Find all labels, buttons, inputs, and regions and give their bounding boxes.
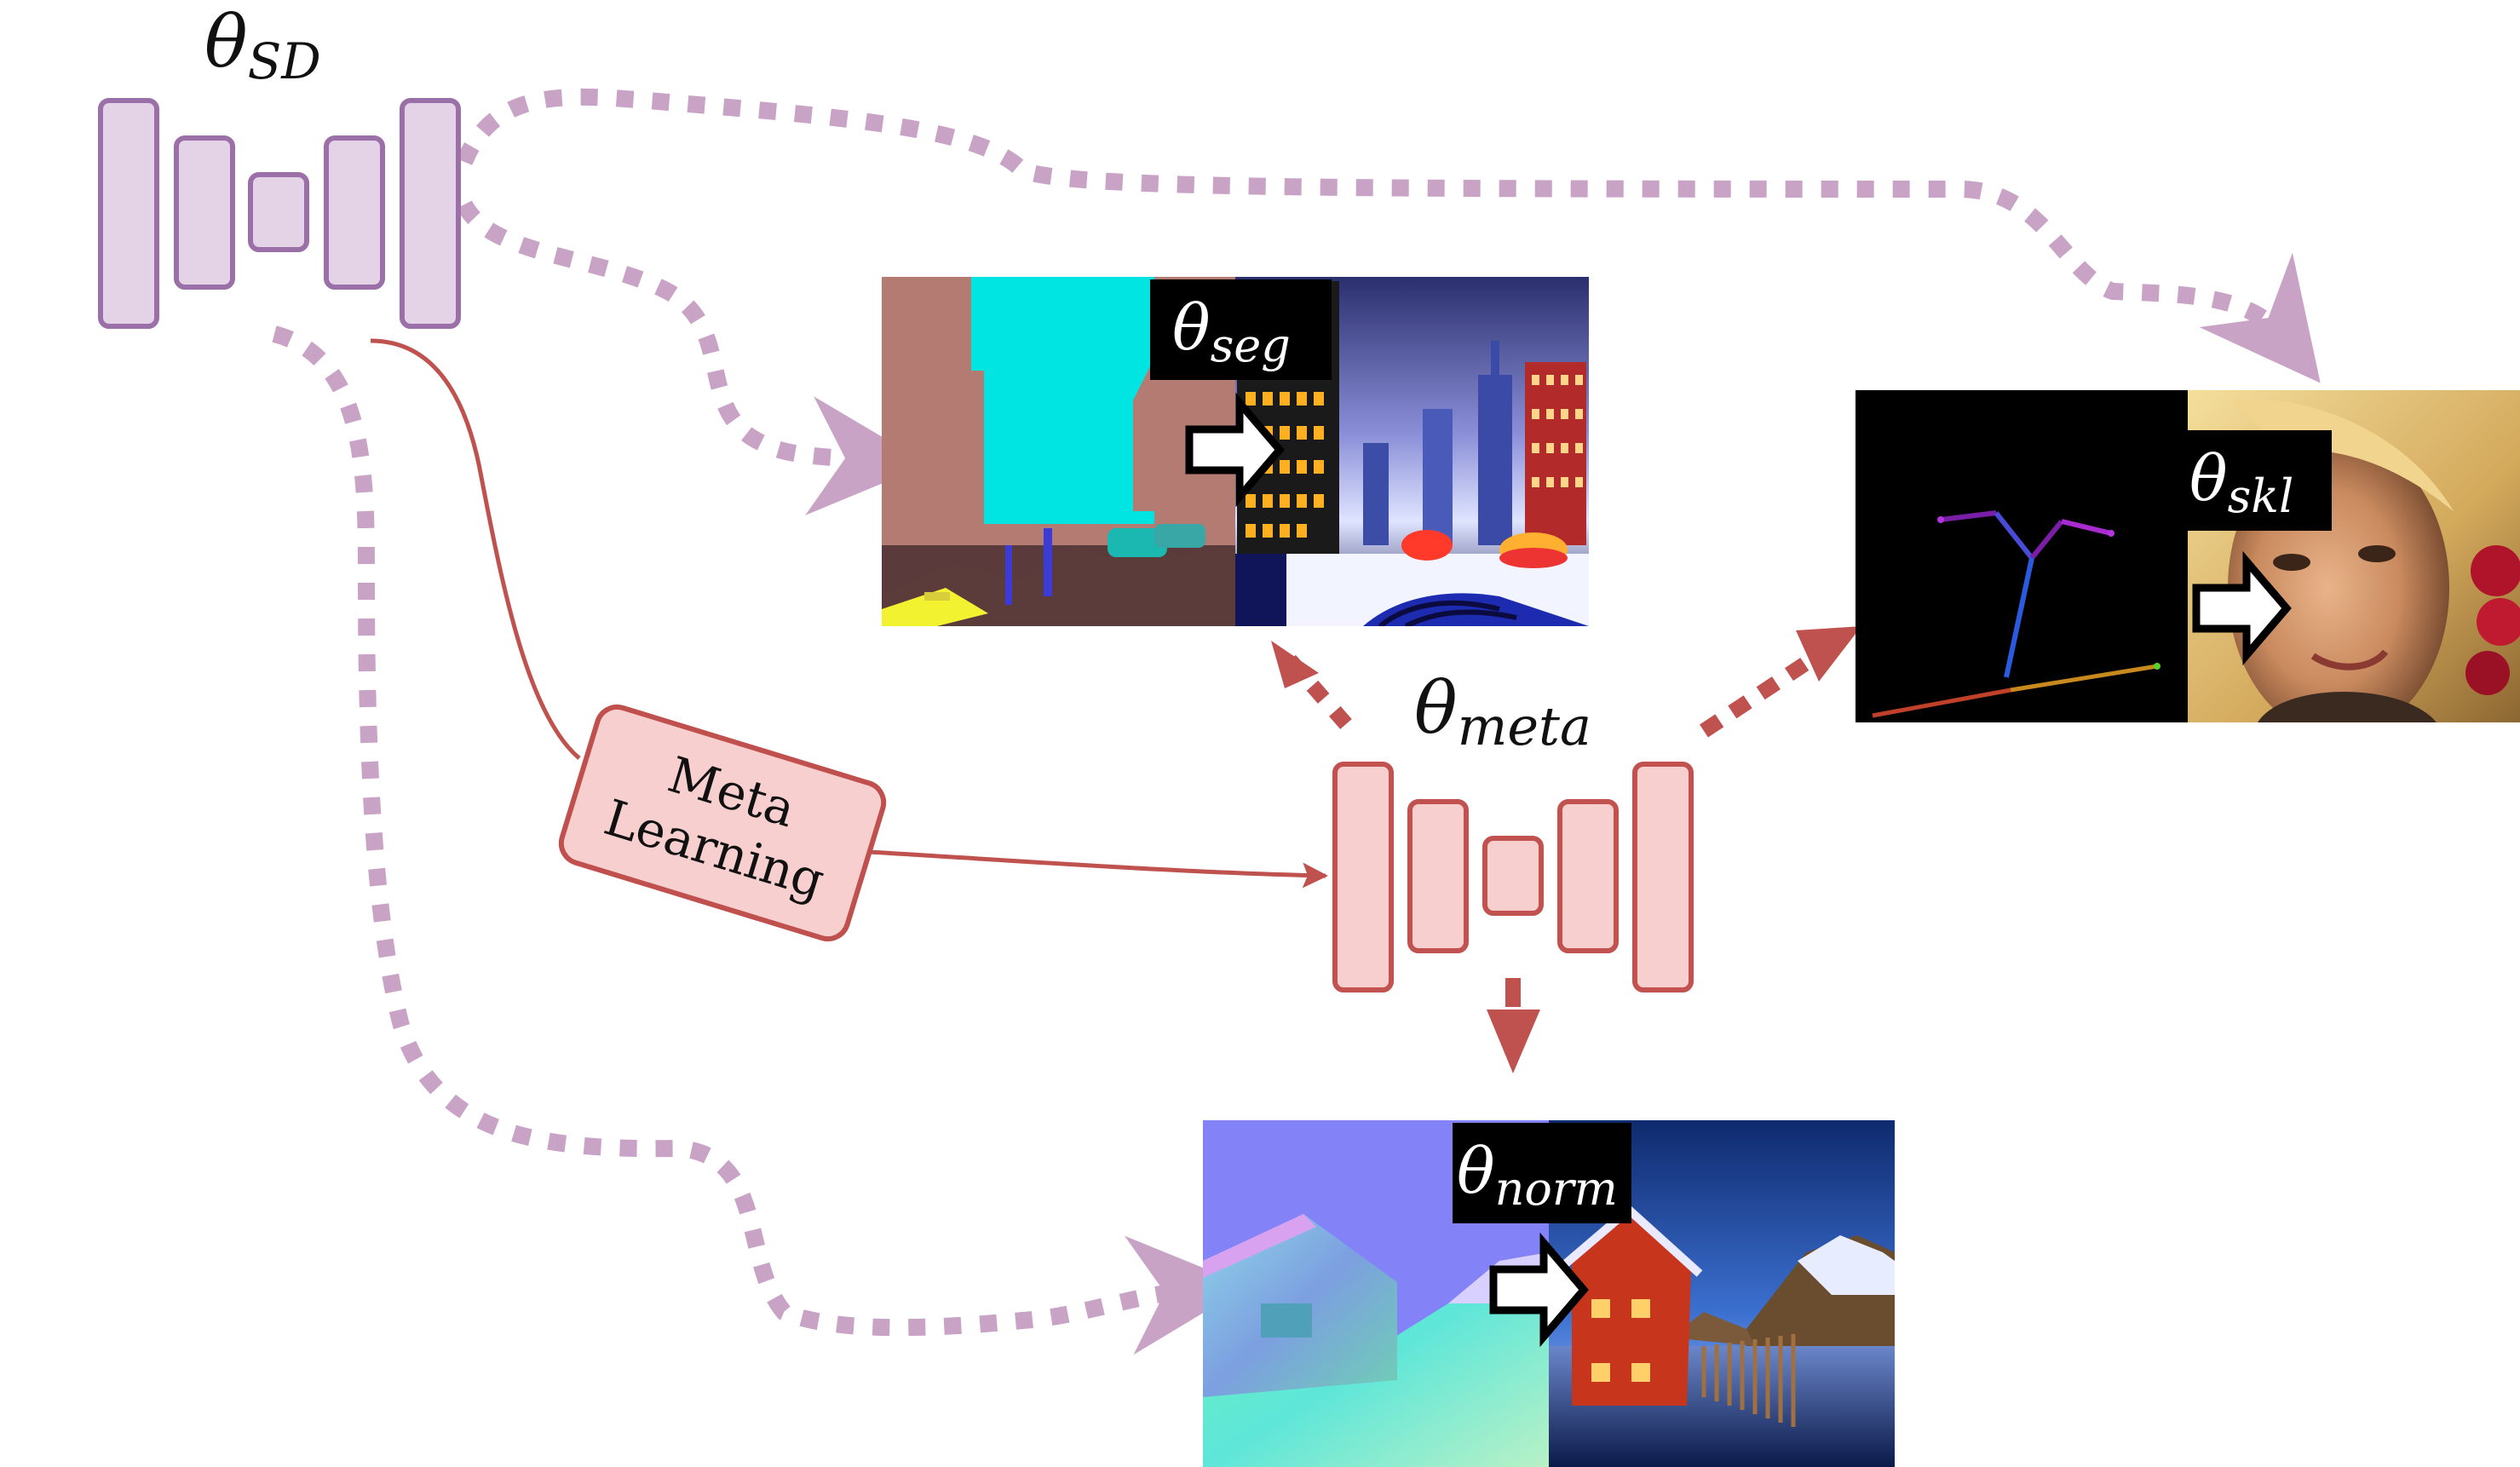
- norm-task-label: θnorm: [1457, 1135, 1618, 1216]
- meta-to-skeleton-arrow: [1700, 626, 1861, 738]
- segmentation-example-image: θseg: [882, 277, 1589, 626]
- sd-model-label: θSD: [204, 0, 321, 90]
- seg-transform-arrow-icon: [1185, 392, 1285, 508]
- normal-example-image: θnorm: [1203, 1120, 1895, 1467]
- meta-model-label: θmeta: [1414, 666, 1591, 757]
- sd-to-segmentation-arrow: [457, 199, 929, 515]
- meta-to-segmentation-arrow: [1271, 641, 1352, 729]
- meta-learning-box: Meta Learning: [558, 704, 887, 942]
- sd-unet: [98, 98, 461, 329]
- seg-task-label: θseg: [1172, 291, 1291, 372]
- skl-transform-arrow-icon: [2192, 550, 2292, 666]
- norm-transform-arrow-icon: [1489, 1232, 1589, 1348]
- skeleton-example-image: θskl: [1855, 390, 2520, 722]
- skl-task-label: θskl: [2189, 442, 2293, 523]
- meta-learning-connector: [370, 338, 1328, 889]
- meta-to-normal-arrow: [1487, 978, 1540, 1073]
- meta-unet: [1332, 762, 1694, 992]
